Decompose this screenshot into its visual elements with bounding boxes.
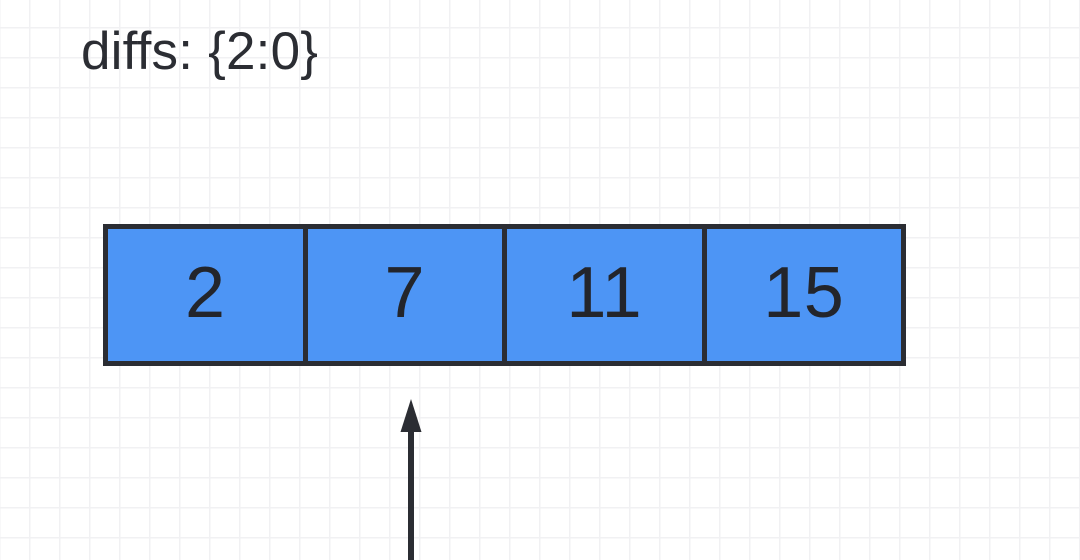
array-cell-value: 15 xyxy=(763,253,845,333)
array-cell[interactable]: 2 xyxy=(108,229,308,361)
array-cell-value: 7 xyxy=(384,253,426,333)
arrow-up-icon xyxy=(400,399,422,560)
page-title: diffs: {2:0} xyxy=(81,22,319,81)
array-cell[interactable]: 11 xyxy=(507,229,707,361)
array-cell[interactable]: 7 xyxy=(307,229,507,361)
array-cell-value: 11 xyxy=(566,253,643,333)
index-pointer-arrow xyxy=(400,399,422,560)
array-cell-value: 2 xyxy=(184,253,226,333)
array-container: 2 7 11 15 xyxy=(103,224,906,366)
array-cell[interactable]: 15 xyxy=(706,229,901,361)
